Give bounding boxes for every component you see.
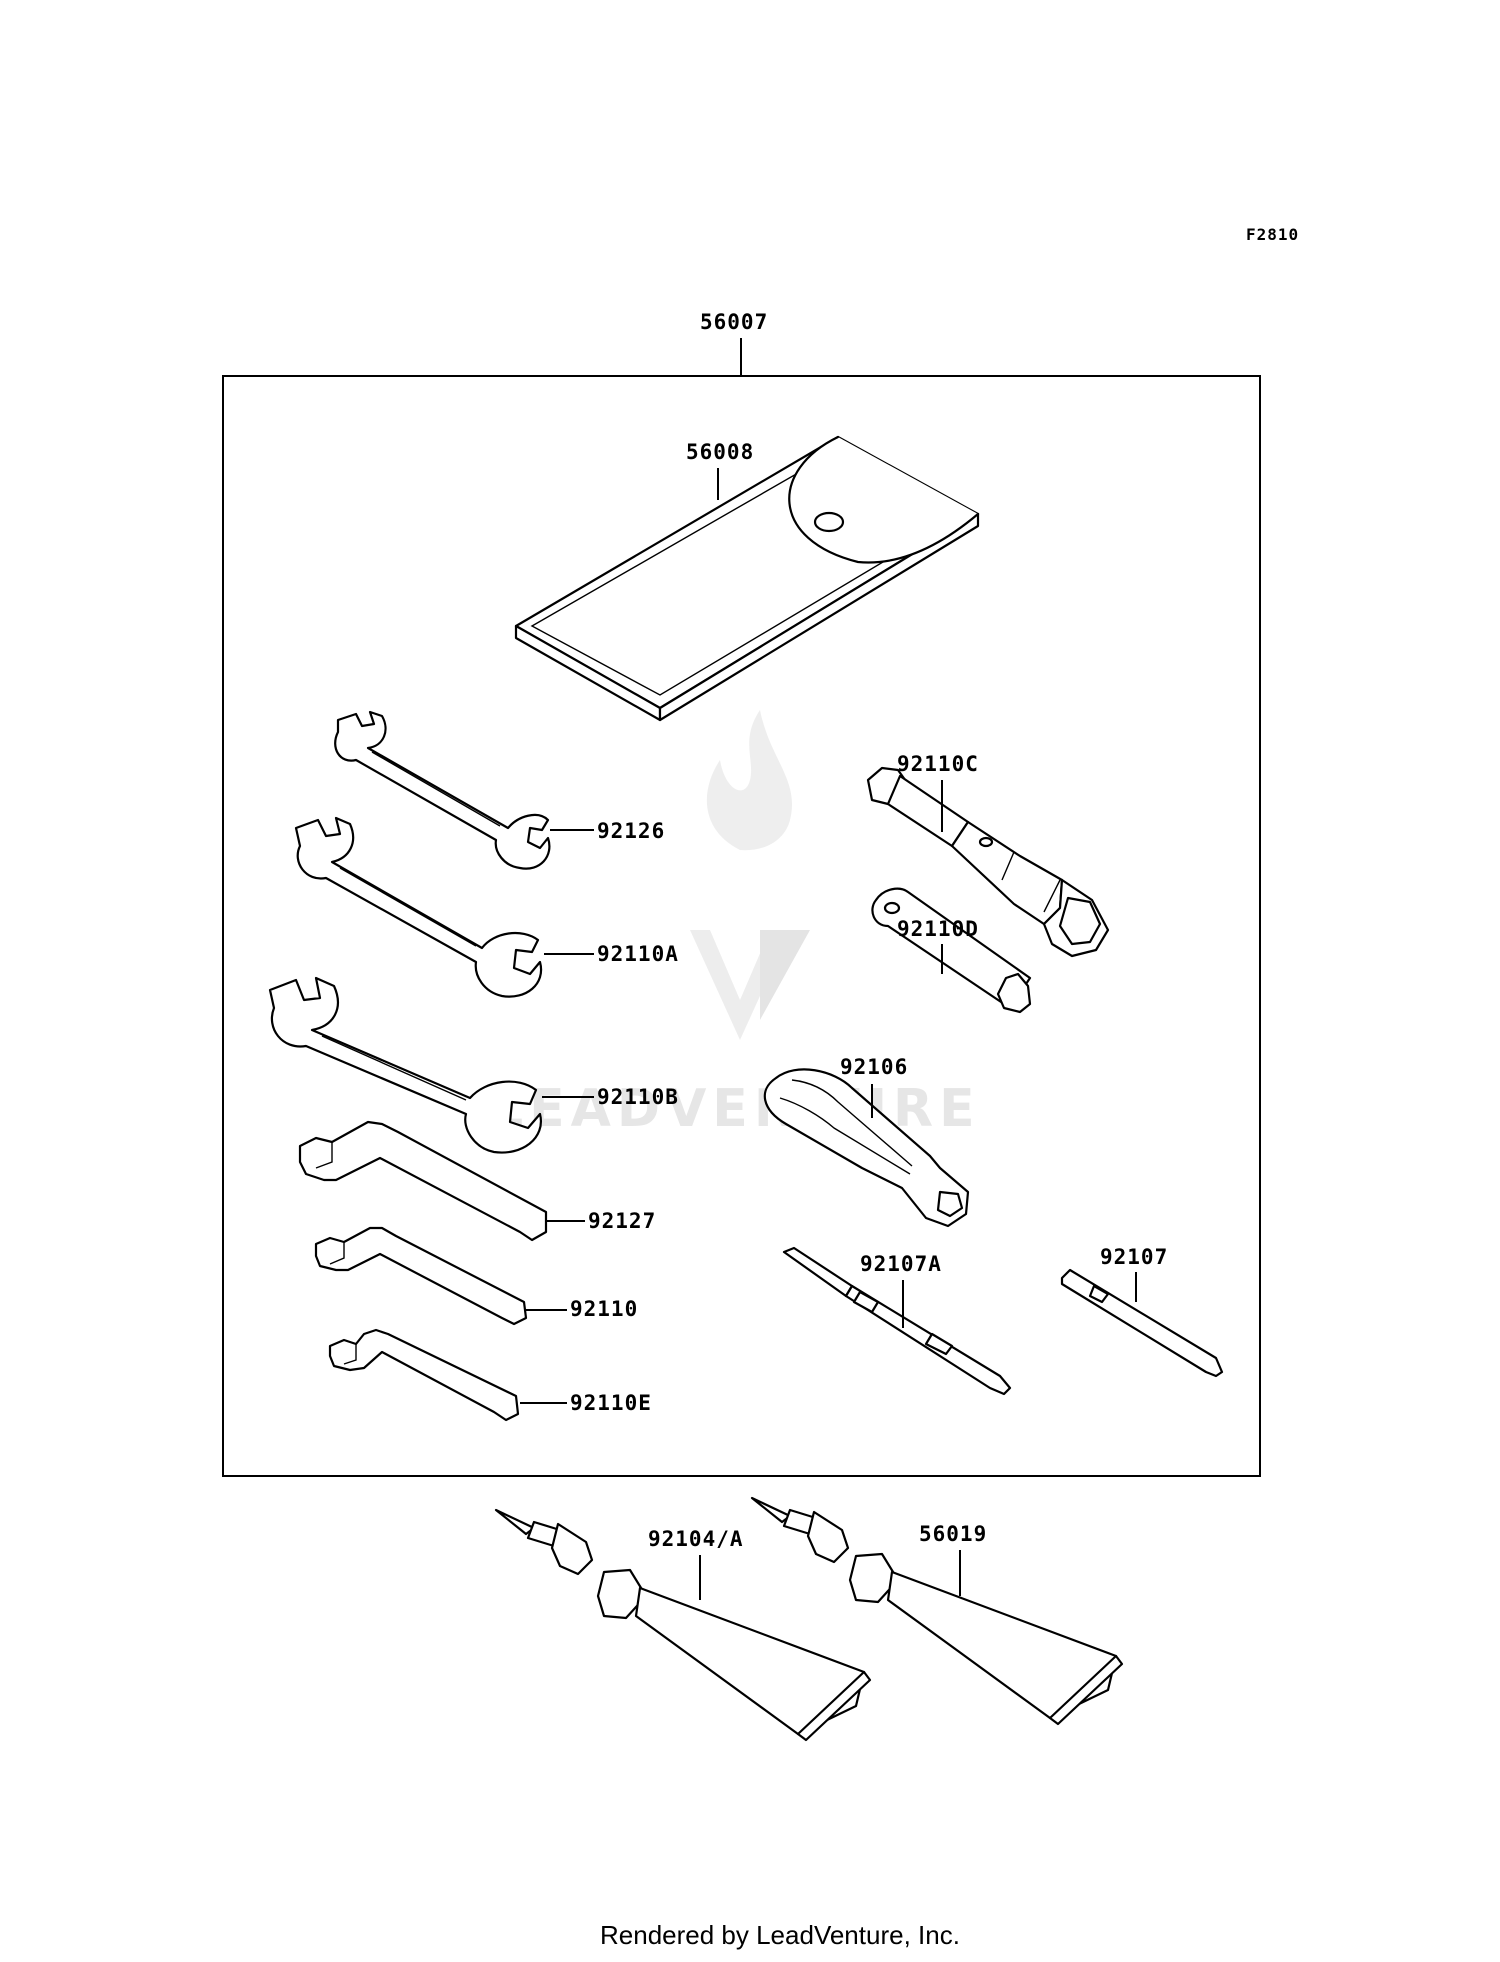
footer-credit: Rendered by LeadVenture, Inc. [600, 1920, 960, 1950]
open-end-wrench-medium[interactable] [294, 816, 543, 998]
label-92110A[interactable]: 92110A [597, 942, 679, 966]
screwdriver-bit-flat-phillips[interactable] [782, 1246, 1012, 1396]
grease-tube-right[interactable] [750, 1496, 1124, 1726]
tool-case-pouch[interactable] [514, 435, 980, 722]
label-92110D[interactable]: 92110D [897, 917, 979, 941]
label-56007[interactable]: 56007 [700, 310, 768, 334]
label-92126[interactable]: 92126 [597, 819, 665, 843]
label-92127[interactable]: 92127 [588, 1209, 656, 1233]
open-end-wrench-small[interactable] [334, 710, 551, 870]
open-end-wrench-large[interactable] [268, 976, 543, 1154]
watermark-logo [690, 710, 810, 1040]
label-92110C[interactable]: 92110C [897, 752, 979, 776]
label-92107A[interactable]: 92107A [860, 1252, 942, 1276]
label-56008[interactable]: 56008 [686, 440, 754, 464]
label-92110B[interactable]: 92110B [597, 1085, 679, 1109]
watermark-text: LEADVENTURE [490, 1079, 981, 1139]
grease-tube-left[interactable] [494, 1508, 872, 1742]
hex-key-small[interactable] [328, 1328, 520, 1422]
label-56019[interactable]: 56019 [919, 1522, 987, 1546]
screwdriver-handle[interactable] [763, 1068, 970, 1228]
figure-code: F2810 [1246, 225, 1299, 244]
spark-plug-wrench[interactable] [866, 766, 1110, 958]
label-92106[interactable]: 92106 [840, 1055, 908, 1079]
screwdriver-bit-phillips[interactable] [1060, 1268, 1224, 1378]
box-wrench[interactable] [871, 887, 1032, 1014]
kit-box [222, 375, 1261, 1477]
hex-key-large[interactable] [298, 1120, 548, 1242]
label-92104A[interactable]: 92104/A [648, 1527, 744, 1551]
label-92110[interactable]: 92110 [570, 1297, 638, 1321]
label-92110E[interactable]: 92110E [570, 1391, 652, 1415]
hex-key-medium[interactable] [314, 1226, 528, 1326]
label-92107[interactable]: 92107 [1100, 1245, 1168, 1269]
